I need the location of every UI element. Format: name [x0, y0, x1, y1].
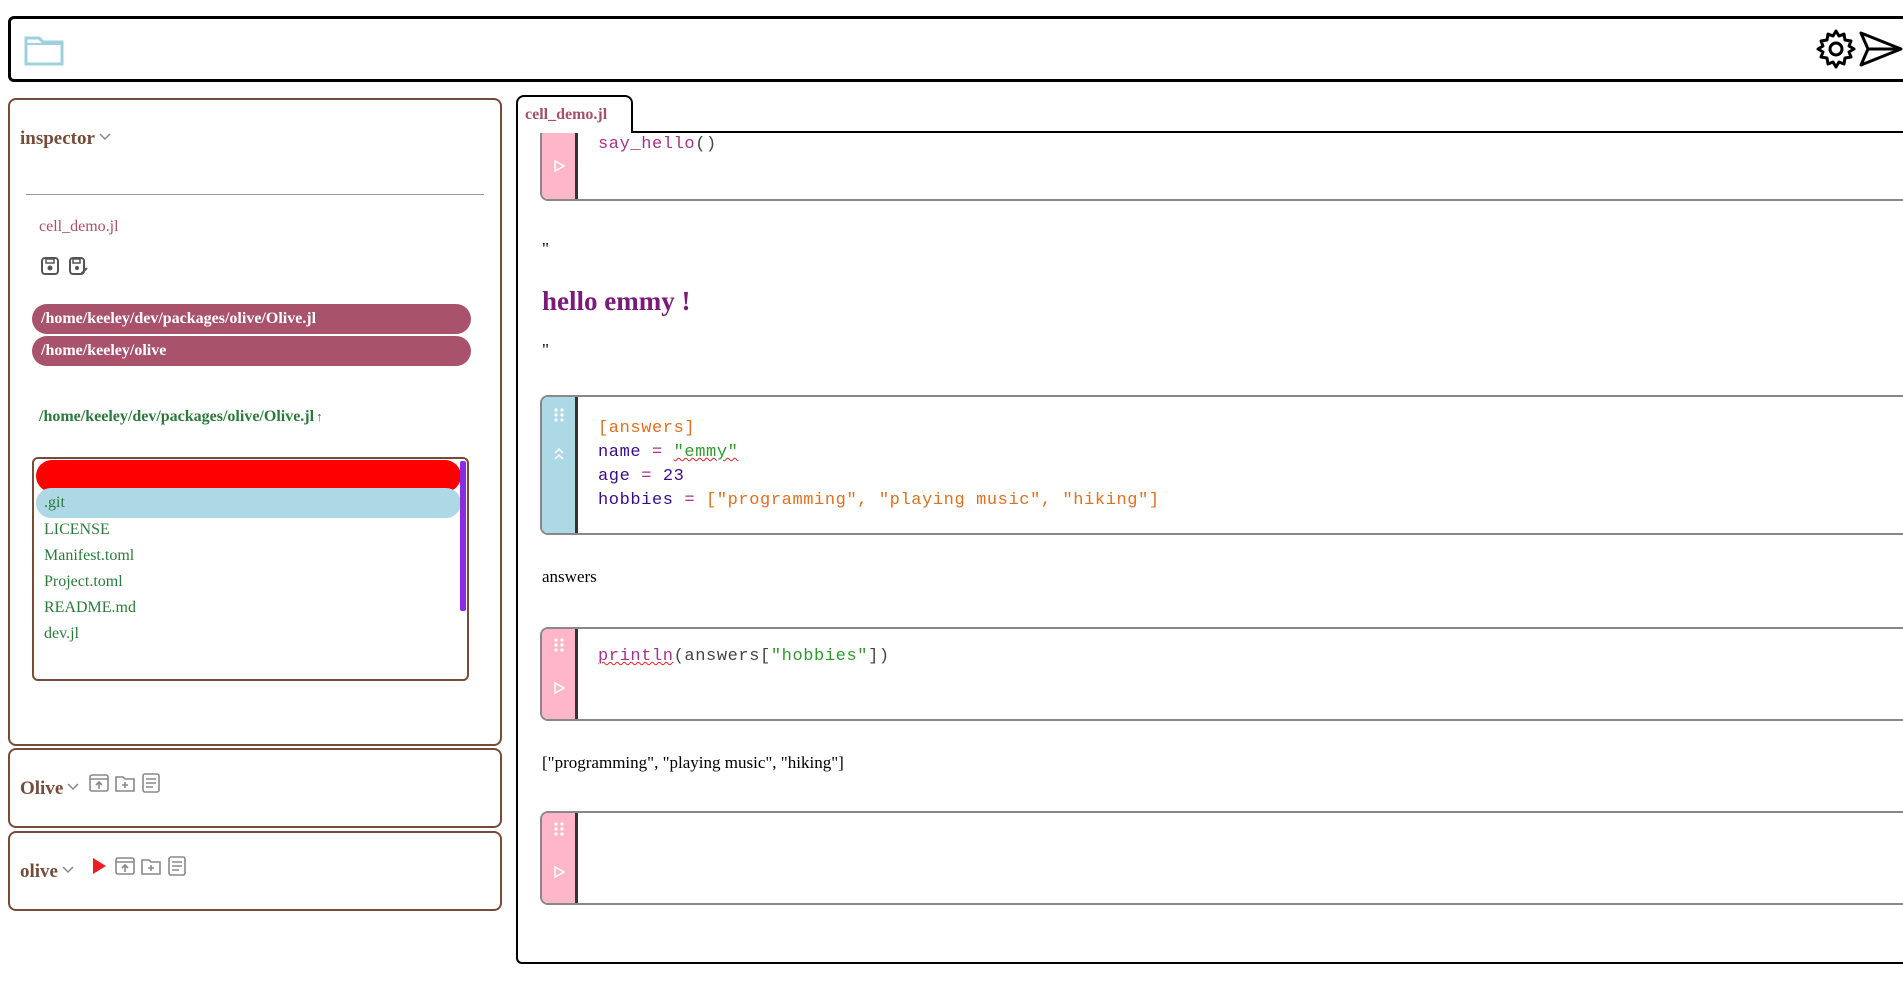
output-text: answers — [542, 567, 597, 586]
project-actions — [88, 855, 188, 877]
cell-handle[interactable] — [542, 629, 578, 719]
tab-cell-demo[interactable]: cell_demo.jl — [516, 95, 633, 133]
project-panel-olive: Olive — [8, 748, 502, 828]
code-cell[interactable]: [answers] name = "emmy" age = 23 hobbies… — [540, 395, 1903, 535]
save-icon[interactable] — [40, 256, 60, 276]
new-folder-icon[interactable] — [140, 855, 162, 877]
file-list: .git LICENSE Manifest.toml Project.toml … — [32, 457, 469, 681]
current-directory[interactable]: /home/keeley/dev/packages/olive/Olive.jl… — [39, 408, 323, 426]
save-as-icon[interactable] — [68, 256, 88, 276]
scrollbar[interactable] — [460, 461, 466, 611]
chevron-down-icon[interactable] — [67, 783, 79, 791]
inspector-title-label: inspector — [20, 128, 95, 149]
code-token: "hobbies" — [770, 647, 869, 666]
file-item[interactable]: dev.jl — [44, 625, 79, 642]
run-icon[interactable] — [552, 681, 566, 695]
project-title[interactable]: Olive — [20, 778, 79, 800]
code-token: [answers] — [598, 419, 696, 438]
code-token: hobbies — [598, 491, 674, 510]
run-icon[interactable] — [552, 159, 566, 173]
code-token: = — [630, 467, 663, 486]
code-token: println — [598, 647, 674, 666]
code-cell[interactable]: say_hello() — [540, 133, 1903, 201]
collapse-icon[interactable] — [552, 447, 566, 461]
save-icons — [40, 256, 88, 276]
cell-handle[interactable] — [542, 133, 578, 199]
project-title-label: Olive — [20, 778, 64, 799]
output-text: " — [542, 340, 549, 359]
send-icon[interactable] — [1859, 29, 1903, 69]
current-directory-label: /home/keeley/dev/packages/olive/Olive.jl — [39, 408, 315, 425]
cell-handle[interactable] — [542, 813, 578, 903]
cell-handle[interactable] — [542, 397, 578, 533]
inspector-file-name: cell_demo.jl — [39, 218, 119, 235]
code-cell[interactable] — [540, 811, 1903, 905]
code-token: = — [641, 443, 674, 462]
inspector-title[interactable]: inspector — [20, 128, 111, 150]
code-token: "emmy" — [673, 443, 739, 462]
file-item[interactable] — [36, 460, 461, 492]
code-token: say_hello — [598, 135, 696, 154]
folder-icon[interactable] — [24, 32, 64, 66]
upload-icon[interactable] — [114, 855, 136, 877]
code-token: 23 — [662, 467, 685, 486]
project-panel-olive-lower: olive — [8, 831, 502, 911]
new-file-icon[interactable] — [166, 855, 188, 877]
drag-handle-icon[interactable] — [552, 637, 566, 653]
code-token: () — [695, 135, 717, 154]
chevron-down-icon[interactable] — [62, 866, 74, 874]
project-title[interactable]: olive — [20, 861, 74, 883]
file-item[interactable]: README.md — [44, 599, 136, 616]
output-text: " — [542, 239, 549, 258]
drag-handle-icon[interactable] — [552, 407, 566, 423]
cell-code[interactable]: [answers] name = "emmy" age = 23 hobbies… — [598, 417, 1160, 513]
top-bar — [8, 16, 1903, 82]
file-item[interactable]: Project.toml — [44, 573, 123, 590]
inspector-panel: inspector cell_demo.jl /home/keeley/dev/… — [8, 98, 502, 746]
arrow-up-icon[interactable]: ↑ — [316, 409, 323, 424]
divider — [26, 194, 484, 195]
file-item[interactable]: LICENSE — [44, 521, 110, 538]
cell-code[interactable]: println(answers["hobbies"]) — [598, 645, 890, 669]
drag-handle-icon[interactable] — [552, 821, 566, 837]
project-actions — [88, 772, 162, 794]
gear-icon[interactable] — [1815, 28, 1857, 70]
path-pill[interactable]: /home/keeley/dev/packages/olive/Olive.jl — [32, 304, 471, 334]
code-token: name — [598, 443, 642, 462]
new-file-icon[interactable] — [140, 772, 162, 794]
new-folder-icon[interactable] — [114, 772, 136, 794]
code-token: ["programming", "playing music", "hiking… — [706, 491, 1160, 510]
output-text: ["programming", "playing music", "hiking… — [542, 753, 844, 772]
cell-code[interactable]: say_hello() — [598, 133, 717, 157]
file-item[interactable]: .git — [36, 488, 461, 518]
code-token: (answers[ — [673, 647, 771, 666]
notebook-area: say_hello() " hello emmy ! " [answers] n… — [516, 131, 1903, 964]
path-pill[interactable]: /home/keeley/olive — [32, 336, 471, 366]
upload-icon[interactable] — [88, 772, 110, 794]
code-token: = — [673, 491, 707, 510]
chevron-down-icon[interactable] — [99, 133, 111, 141]
play-icon[interactable] — [88, 855, 110, 877]
output-heading: hello emmy ! — [542, 286, 691, 316]
code-token: ]) — [868, 647, 890, 666]
code-cell[interactable]: println(answers["hobbies"]) — [540, 627, 1903, 721]
file-item[interactable]: Manifest.toml — [44, 547, 135, 564]
project-title-label: olive — [20, 861, 58, 882]
code-token: age — [598, 467, 631, 486]
run-icon[interactable] — [552, 865, 566, 879]
